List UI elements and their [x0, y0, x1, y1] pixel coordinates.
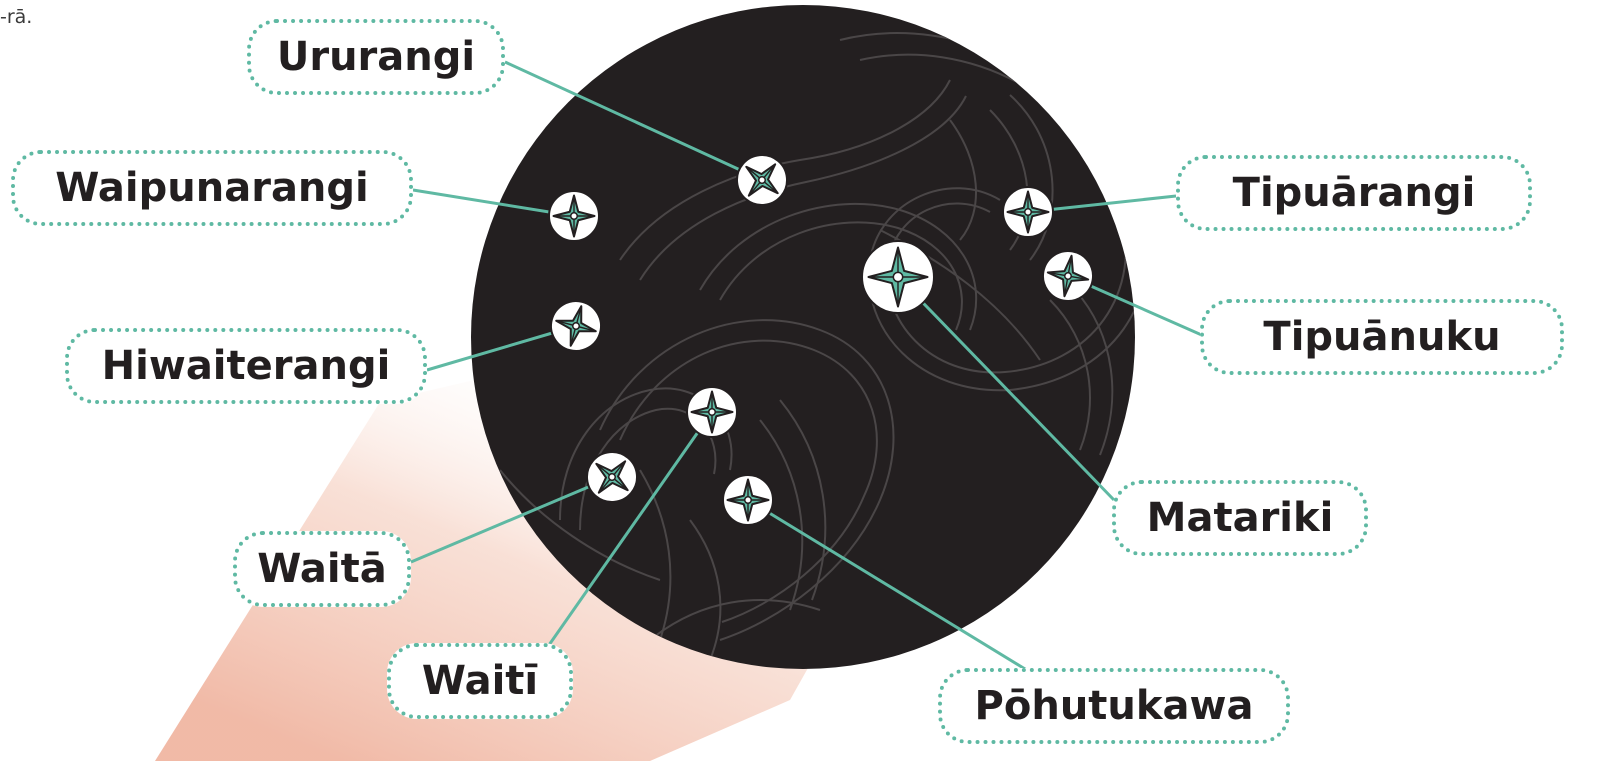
star-icon-matariki [862, 241, 934, 313]
label-hiwaiterangi: Hiwaiterangi [65, 328, 427, 404]
label-matariki: Matariki [1112, 480, 1368, 556]
corner-text: -rā. [0, 6, 32, 28]
star-icon-waiti [687, 387, 737, 437]
label-waiti: Waitī [387, 643, 573, 719]
star-icon-tipuarangi [1003, 187, 1053, 237]
label-waita: Waitā [233, 531, 411, 607]
label-pohutukawa: Pōhutukawa [938, 668, 1290, 744]
label-waipunarangi: Waipunarangi [11, 150, 413, 226]
star-icon-pohutukawa [723, 475, 773, 525]
label-ururangi: Ururangi [247, 19, 505, 95]
label-tipuarangi: Tipuārangi [1176, 155, 1532, 231]
star-icon-waipunarangi [549, 191, 599, 241]
label-tipuanuku: Tipuānuku [1200, 299, 1564, 375]
